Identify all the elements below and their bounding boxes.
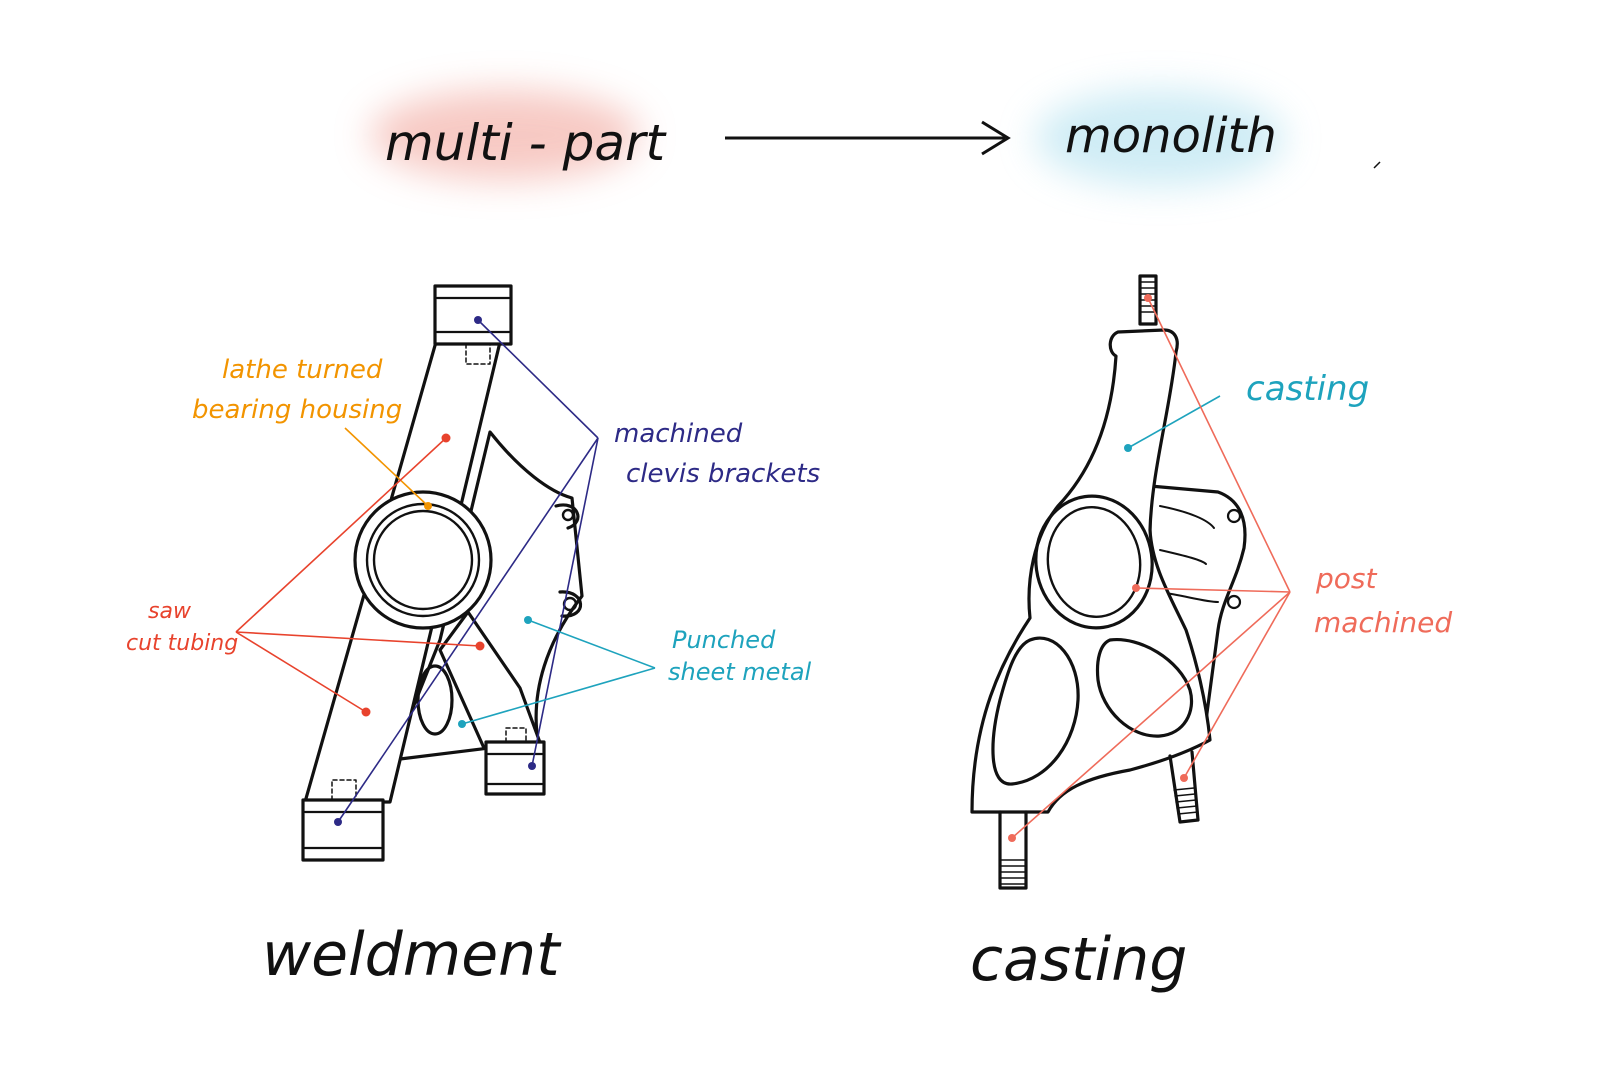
blue-wash bbox=[1035, 90, 1285, 186]
right-tube bbox=[438, 610, 544, 750]
plate-tab-upper bbox=[554, 503, 580, 530]
label-punched-line2: sheet metal bbox=[668, 658, 812, 686]
casting-web bbox=[1148, 484, 1247, 730]
label-clevis-line2: clevis brackets bbox=[626, 459, 820, 489]
leader-lathe bbox=[344, 427, 429, 507]
bearing-ring bbox=[365, 502, 481, 618]
casting-body bbox=[970, 328, 1212, 814]
casting-title: casting bbox=[970, 925, 1187, 995]
web-hole-lower bbox=[1226, 594, 1242, 610]
plate-slot bbox=[416, 664, 454, 736]
label-post-line1: post bbox=[1315, 562, 1377, 595]
leader-post-3 bbox=[1011, 591, 1291, 839]
leader-post-1 bbox=[1147, 297, 1291, 593]
leader-saw-1 bbox=[235, 437, 447, 633]
weldment-labels: lathe turned bearing housing machined cl… bbox=[126, 355, 820, 686]
leader-saw-3 bbox=[235, 631, 367, 713]
casting-pocket-right bbox=[1095, 637, 1193, 738]
bottom-right-stud bbox=[1168, 750, 1200, 824]
pink-wash bbox=[370, 90, 640, 180]
leader-casting bbox=[1127, 395, 1221, 449]
bottom-left-clevis bbox=[301, 798, 385, 862]
weldment-leaders bbox=[235, 316, 656, 826]
casting-pocket-left bbox=[991, 636, 1080, 786]
bottom-left-stud bbox=[998, 810, 1028, 890]
bearing-inner bbox=[372, 509, 474, 611]
header: multi - part monolith bbox=[370, 90, 1381, 186]
label-saw-line1: saw bbox=[148, 599, 192, 624]
leader-punched-2 bbox=[461, 667, 656, 725]
label-clevis-line1: machined bbox=[614, 419, 743, 449]
casting-bore-outer bbox=[1034, 494, 1154, 630]
leader-punched-1 bbox=[527, 619, 656, 669]
leader-clevis-top bbox=[477, 319, 599, 439]
casting-bore-inner bbox=[1046, 505, 1142, 619]
header-left-label: multi - part bbox=[385, 114, 668, 172]
web-hole-upper bbox=[1226, 508, 1242, 524]
plate-hole-upper bbox=[561, 508, 575, 522]
top-clevis bbox=[433, 284, 513, 346]
label-punched-line1: Punched bbox=[672, 626, 776, 654]
label-lathe-line2: bearing housing bbox=[192, 395, 402, 425]
weldment-title: weldment bbox=[262, 920, 562, 990]
leader-clevis-left bbox=[337, 437, 599, 823]
label-casting: casting bbox=[1246, 369, 1369, 409]
leader-clevis-right bbox=[531, 437, 599, 767]
leader-saw-2 bbox=[235, 631, 481, 647]
casting-drawing bbox=[970, 274, 1247, 890]
casting-labels: casting post machined bbox=[1246, 369, 1452, 639]
leader-post-2 bbox=[1135, 587, 1291, 593]
label-saw-line2: cut tubing bbox=[126, 631, 238, 656]
label-lathe-line1: lathe turned bbox=[222, 355, 383, 385]
bearing-outer bbox=[353, 490, 493, 630]
stray-mark bbox=[1373, 161, 1381, 169]
arrow-right-icon bbox=[725, 120, 1011, 156]
label-post-line2: machined bbox=[1314, 606, 1452, 639]
header-right-label: monolith bbox=[1065, 108, 1277, 164]
weldment-drawing bbox=[301, 284, 584, 862]
casting-leaders bbox=[1008, 294, 1291, 842]
leader-post-4 bbox=[1183, 591, 1291, 779]
